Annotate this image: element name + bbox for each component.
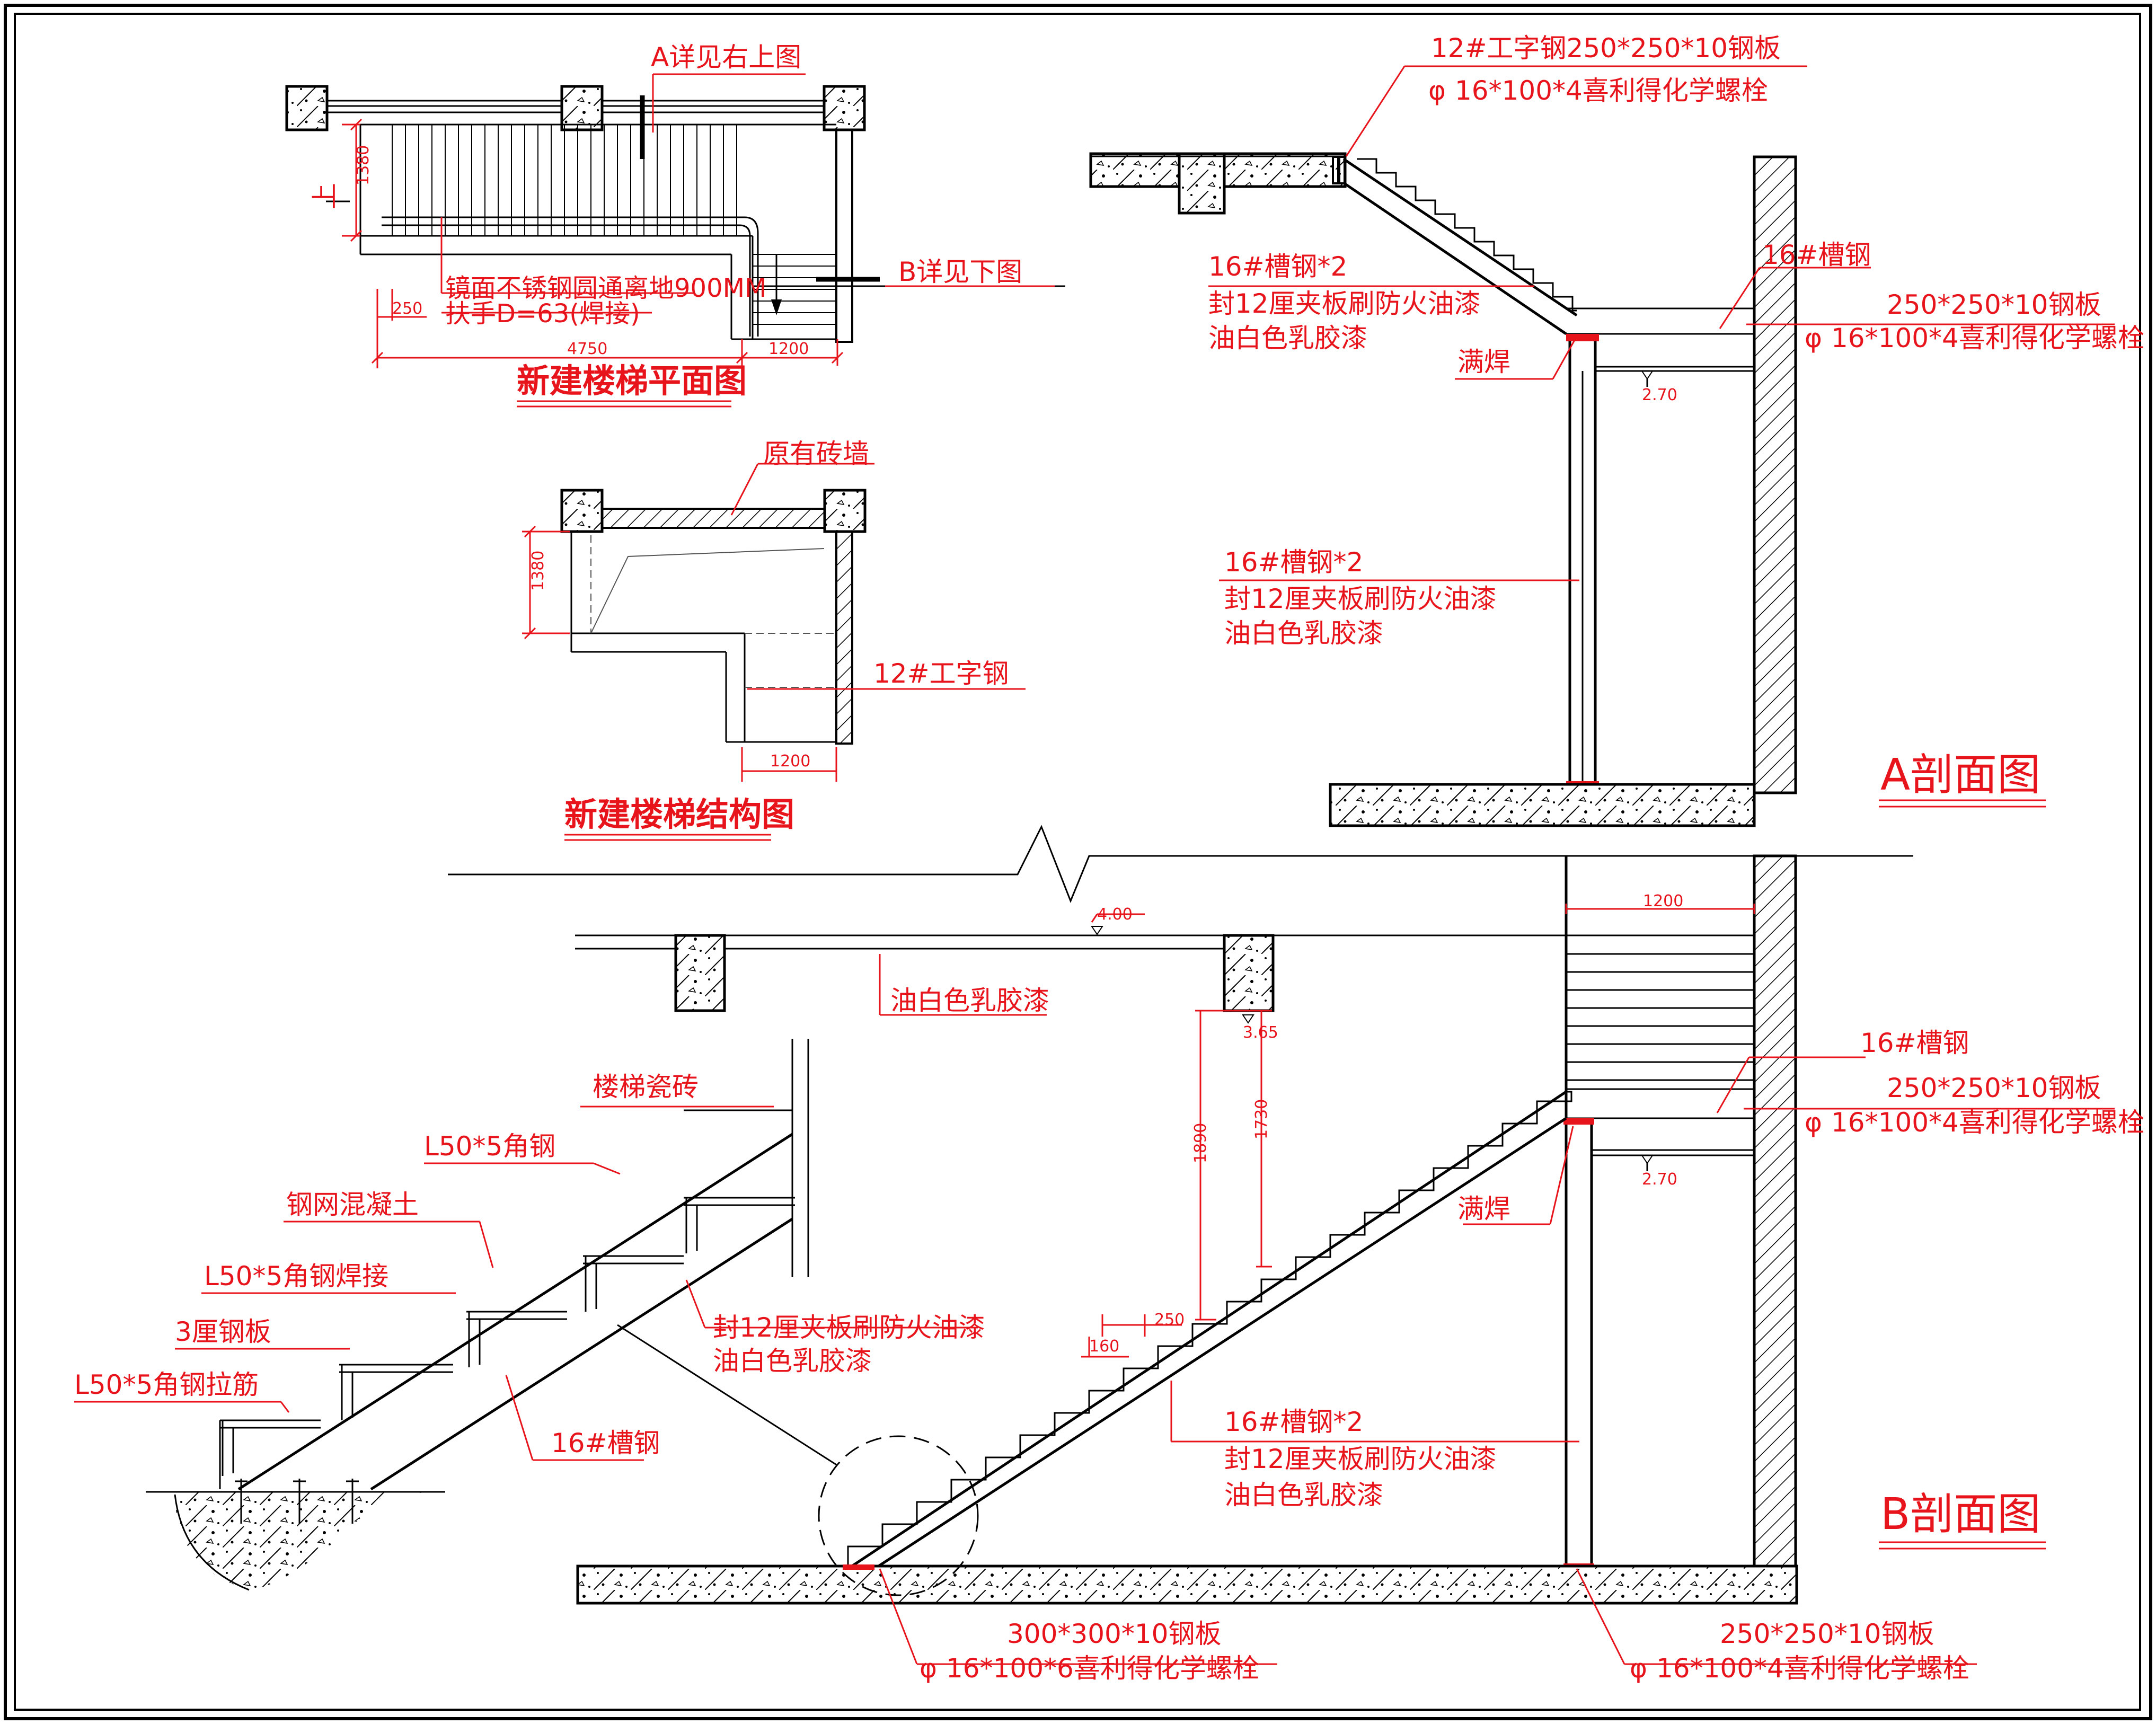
plan-handrail-note-1: 镜面不锈钢圆通离地900MM xyxy=(445,273,766,303)
detail-mesh: 钢网混凝土 xyxy=(286,1189,419,1220)
detail-cover-2: 油白色乳胶漆 xyxy=(713,1346,872,1376)
section-b-phi-1: φ xyxy=(1805,1107,1822,1138)
section-b-channel: 16#槽钢 xyxy=(1860,1028,1969,1058)
plan-dim-250: 250 xyxy=(392,299,422,318)
section-b-view xyxy=(575,854,2115,1665)
section-a-title: A剖面图 xyxy=(1880,750,2040,800)
section-a-col-2: 封12厘夹板刷防火油漆 xyxy=(1224,583,1497,614)
section-a-bolt: 16*100*4喜利得化学螺栓 xyxy=(1831,323,2144,353)
break-line xyxy=(448,825,1913,904)
section-b-title: B剖面图 xyxy=(1880,1489,2040,1540)
section-a-level: 2.70 xyxy=(1642,386,1677,404)
section-b-paint: 油白色乳胶漆 xyxy=(890,985,1049,1016)
section-b-level-beam: 3.65 xyxy=(1243,1023,1278,1042)
section-b-dim-160: 160 xyxy=(1089,1337,1119,1356)
plan-column xyxy=(285,85,329,131)
section-b-col-bolt: 16*100*4喜利得化学螺栓 xyxy=(1656,1653,1969,1684)
section-a-col-3: 油白色乳胶漆 xyxy=(1224,618,1383,649)
section-b-stringer-1: 16#槽钢*2 xyxy=(1224,1407,1363,1437)
section-a-stair-steps xyxy=(1357,158,1577,312)
section-a-weld: 满焊 xyxy=(1457,347,1510,377)
plan-column xyxy=(823,85,866,131)
section-b-base-plate: 300*300*10钢板 xyxy=(1007,1619,1222,1649)
inner-border xyxy=(14,13,2141,1711)
section-b-weld: 满焊 xyxy=(1457,1193,1510,1224)
detail-angle: L50*5角钢 xyxy=(424,1131,555,1162)
section-b-plate: 250*250*10钢板 xyxy=(1887,1073,2101,1103)
section-b-stair-steps xyxy=(847,1091,1572,1569)
section-b-stringer-3: 油白色乳胶漆 xyxy=(1224,1480,1383,1510)
section-b-stringer-2: 封12厘夹板刷防火油漆 xyxy=(1224,1444,1497,1474)
plan-column xyxy=(560,85,604,131)
section-a-channel: 16#槽钢 xyxy=(1762,240,1871,270)
section-a-view xyxy=(1089,65,2115,827)
structure-view xyxy=(522,463,1026,841)
plan-up-label: 上 xyxy=(310,183,340,209)
section-a-phi-1: φ xyxy=(1428,75,1446,106)
section-b-phi-2: φ xyxy=(920,1653,937,1684)
detail-channel: 16#槽钢 xyxy=(551,1428,660,1458)
structure-beam-label: 12#工字钢 xyxy=(873,658,1009,689)
outer-border xyxy=(4,4,2152,1720)
section-a-top-note-1: 12#工字钢250*250*10钢板 xyxy=(1431,33,1781,64)
section-b-dim-250: 250 xyxy=(1154,1311,1185,1329)
detail-tie: L50*5角钢拉筋 xyxy=(74,1369,259,1400)
section-b-level-top: 4.00 xyxy=(1097,905,1133,924)
section-b-dim-1890: 1890 xyxy=(1191,1123,1210,1163)
structure-wall-label: 原有砖墙 xyxy=(763,438,869,469)
plan-dim-4750: 4750 xyxy=(567,340,607,358)
section-b-dim-1200: 1200 xyxy=(1643,892,1683,910)
plan-note-b: B详见下图 xyxy=(898,257,1022,287)
section-a-phi-2: φ xyxy=(1805,323,1822,353)
section-a-col-1: 16#槽钢*2 xyxy=(1224,547,1363,578)
section-b-col-plate: 250*250*10钢板 xyxy=(1720,1619,1934,1649)
section-a-top-note-2: 16*100*4喜利得化学螺栓 xyxy=(1455,75,1768,106)
section-b-bolt: 16*100*4喜利得化学螺栓 xyxy=(1831,1107,2144,1138)
plan-dim-1200: 1200 xyxy=(768,340,809,358)
stair-detail-view xyxy=(74,1039,978,1591)
detail-tile: 楼梯瓷砖 xyxy=(593,1072,699,1102)
detail-angle-weld: L50*5角钢焊接 xyxy=(204,1261,388,1292)
section-a-plate: 250*250*10钢板 xyxy=(1887,289,2101,320)
detail-cover-1: 封12厘夹板刷防火油漆 xyxy=(713,1312,985,1343)
section-b-base-bolt: 16*100*6喜利得化学螺栓 xyxy=(946,1653,1259,1684)
section-a-stringer-3: 油白色乳胶漆 xyxy=(1208,323,1367,353)
structure-dim-1200: 1200 xyxy=(770,752,810,771)
detail-plate: 3厘钢板 xyxy=(175,1316,271,1347)
structure-title: 新建楼梯结构图 xyxy=(564,795,794,834)
plan-handrail-note-2: 扶手D=63(焊接) xyxy=(445,299,640,329)
section-b-level: 2.70 xyxy=(1642,1170,1677,1189)
section-a-stringer-2: 封12厘夹板刷防火油漆 xyxy=(1208,288,1481,319)
structure-dim-1380: 1380 xyxy=(529,551,547,591)
plan-note-a: A详见右上图 xyxy=(651,42,801,73)
plan-title: 新建楼梯平面图 xyxy=(517,361,747,400)
plan-view xyxy=(285,73,1065,408)
section-a-stringer-1: 16#槽钢*2 xyxy=(1208,251,1347,282)
section-b-dim-1730: 1730 xyxy=(1252,1099,1271,1139)
plan-dim-1380: 1380 xyxy=(354,145,373,185)
section-b-phi-3: φ xyxy=(1630,1653,1647,1684)
